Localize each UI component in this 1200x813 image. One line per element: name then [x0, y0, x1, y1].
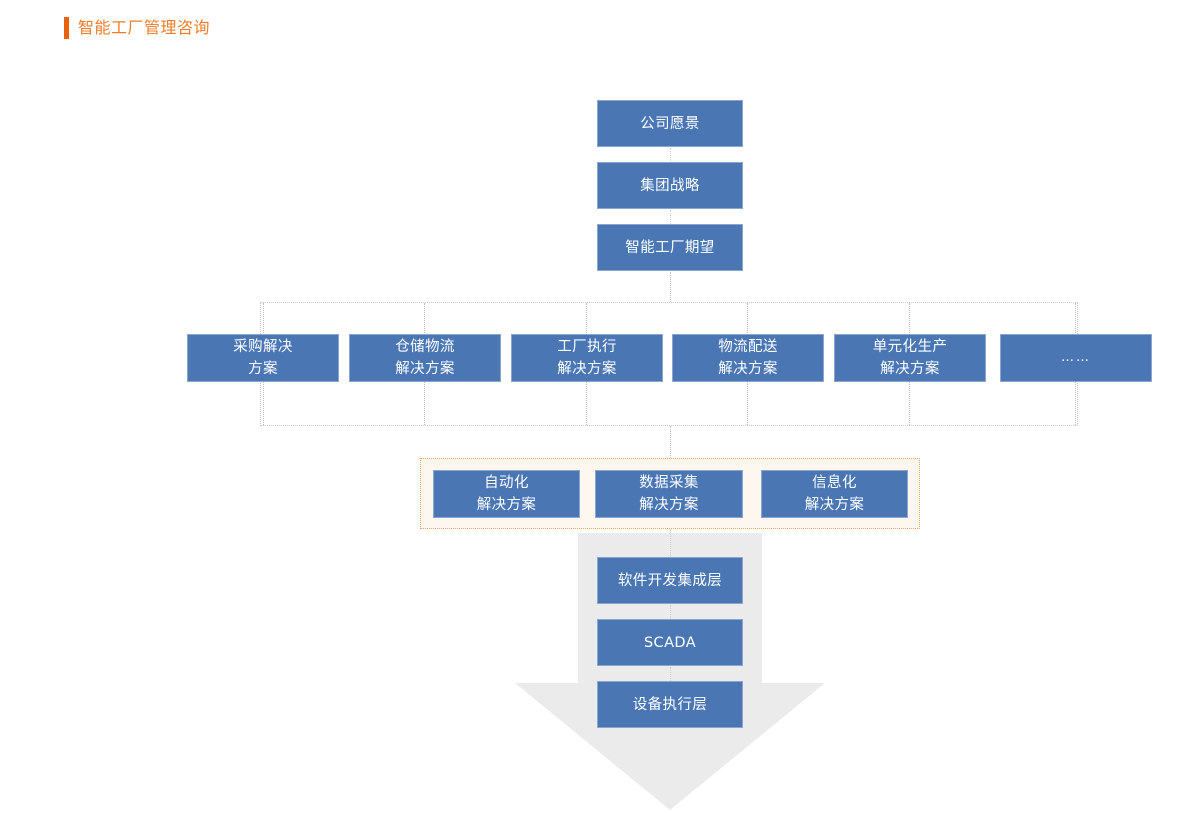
node-label: 软件开发集成层: [617, 572, 723, 589]
node-label: SCADA: [643, 634, 697, 651]
connector-expectation-to-solutions: [670, 272, 671, 302]
node-scada-layer[interactable]: SCADA: [597, 619, 743, 666]
node-label: 信息化 解决方案: [804, 475, 865, 513]
page-title-text: 智能工厂管理咨询: [78, 18, 211, 37]
node-label: 设备执行层: [632, 696, 708, 713]
node-label: 仓储物流 解决方案: [395, 339, 455, 377]
connector-solutions-to-enablers: [670, 426, 671, 458]
node-more-solutions[interactable]: ……: [1000, 334, 1152, 382]
node-label: 数据采集 解决方案: [639, 475, 699, 513]
node-cellular-production-solution[interactable]: 单元化生产 解决方案: [834, 334, 986, 382]
node-label: 智能工厂期望: [625, 239, 715, 256]
node-label: 物流配送 解决方案: [718, 339, 778, 377]
node-label: 集团战略: [640, 177, 700, 194]
node-data-acquisition-solution[interactable]: 数据采集 解决方案: [595, 470, 743, 518]
page-title: 智能工厂管理咨询: [64, 15, 210, 41]
node-automation-solution[interactable]: 自动化 解决方案: [433, 470, 580, 518]
node-factory-execution-solution[interactable]: 工厂执行 解决方案: [511, 334, 663, 382]
node-smart-factory-expectation[interactable]: 智能工厂期望: [597, 224, 743, 271]
node-device-execution-layer[interactable]: 设备执行层: [597, 681, 743, 728]
node-label: 工厂执行 解决方案: [557, 339, 617, 377]
node-label: ……: [1061, 350, 1091, 365]
node-logistics-distribution-solution[interactable]: 物流配送 解决方案: [672, 334, 824, 382]
node-purchasing-solution[interactable]: 采购解决 方案: [187, 334, 339, 382]
title-accent-bar: [64, 17, 69, 39]
node-group-strategy[interactable]: 集团战略: [597, 162, 743, 209]
connector-software-to-scada: [670, 605, 671, 619]
node-software-integration-layer[interactable]: 软件开发集成层: [597, 557, 743, 604]
node-informatization-solution[interactable]: 信息化 解决方案: [761, 470, 908, 518]
node-label: 公司愿景: [640, 115, 700, 132]
node-label: 自动化 解决方案: [476, 475, 537, 513]
node-label: 单元化生产 解决方案: [872, 339, 948, 377]
connector-vision-to-strategy: [670, 148, 671, 162]
connector-enablers-to-software-layer: [670, 529, 671, 557]
node-warehousing-logistics-solution[interactable]: 仓储物流 解决方案: [349, 334, 501, 382]
connector-scada-to-device: [670, 667, 671, 681]
connector-strategy-to-expectation: [670, 210, 671, 224]
node-label: 采购解决 方案: [233, 339, 293, 377]
node-company-vision[interactable]: 公司愿景: [597, 100, 743, 147]
